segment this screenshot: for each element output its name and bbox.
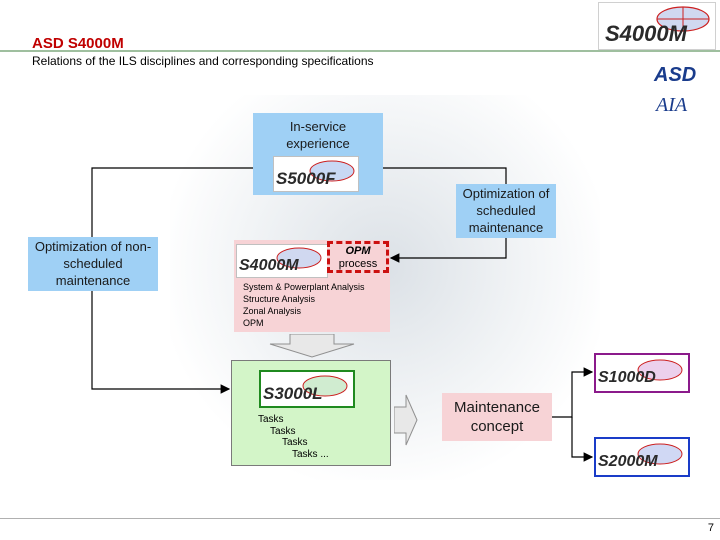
process-label: process (338, 258, 378, 270)
line-to-opm (389, 238, 507, 263)
s3000l-text: S3000L (263, 384, 323, 403)
s5000f-globe-icon (309, 160, 355, 182)
line-to-s2000m (571, 417, 594, 462)
task-item: Tasks ... (292, 448, 329, 460)
s4000m-logo: S4000M (598, 2, 716, 50)
s1000d-logo: S1000D (594, 353, 690, 393)
s1000d-text: S1000D (598, 369, 656, 386)
page-title: ASD S4000M (32, 35, 124, 52)
aia-logo: AIA (656, 94, 688, 116)
opm-process-box: OPM process (327, 241, 389, 273)
opt-non-scheduled-box: Optimization of non-scheduled maintenanc… (28, 237, 158, 291)
line-to-s1000d (552, 367, 594, 418)
loop-line-bottom-left (91, 291, 231, 394)
s2000m-text: S2000M (598, 453, 658, 470)
page-subtitle: Relations of the ILS disciplines and cor… (32, 54, 374, 68)
analysis-item: Zonal Analysis (243, 306, 302, 316)
tasks-list: Tasks Tasks Tasks Tasks ... (258, 414, 329, 460)
analysis-item: System & Powerplant Analysis (243, 282, 365, 292)
s5000f-text: S5000F (276, 169, 336, 188)
opt-scheduled-label: Optimization of scheduled maintenance (462, 186, 550, 235)
asd-logo: ASD (654, 64, 697, 86)
analysis-list: System & Powerplant Analysis Structure A… (243, 281, 388, 329)
analysis-item: Structure Analysis (243, 294, 316, 304)
line-to-opt-scheduled (383, 167, 507, 184)
in-service-label: In-service experience (286, 119, 350, 151)
task-item: Tasks (270, 425, 296, 437)
s3000l-logo: S3000L (259, 370, 355, 408)
down-arrow-icon (269, 334, 355, 358)
opm-label: OPM (345, 245, 371, 257)
maintenance-concept-label: Maintenance concept (454, 399, 540, 435)
task-item: Tasks (282, 437, 308, 448)
maintenance-concept-box: Maintenance concept (442, 393, 552, 441)
loop-line-top-left (91, 167, 253, 237)
opt-scheduled-box: Optimization of scheduled maintenance (456, 184, 556, 238)
s5000f-logo: S5000F (273, 156, 359, 192)
s2000m-globe-icon (637, 443, 683, 465)
footer-divider (0, 518, 720, 519)
analysis-item: OPM (243, 318, 264, 328)
page-number: 7 (707, 522, 714, 534)
logo-graphic (656, 6, 710, 32)
opt-non-scheduled-label: Optimization of non-scheduled maintenanc… (34, 239, 152, 288)
s1000d-globe-icon (637, 359, 683, 381)
task-item: Tasks (258, 414, 284, 425)
header-divider (0, 50, 720, 52)
s2000m-logo: S2000M (594, 437, 690, 477)
right-arrow-icon (394, 394, 418, 446)
s4000m-center-text: S4000M (239, 257, 299, 274)
logo-main-text: S4000M (605, 21, 687, 46)
s3000l-globe-icon (302, 375, 348, 397)
s4000m-globe-icon (276, 247, 322, 269)
